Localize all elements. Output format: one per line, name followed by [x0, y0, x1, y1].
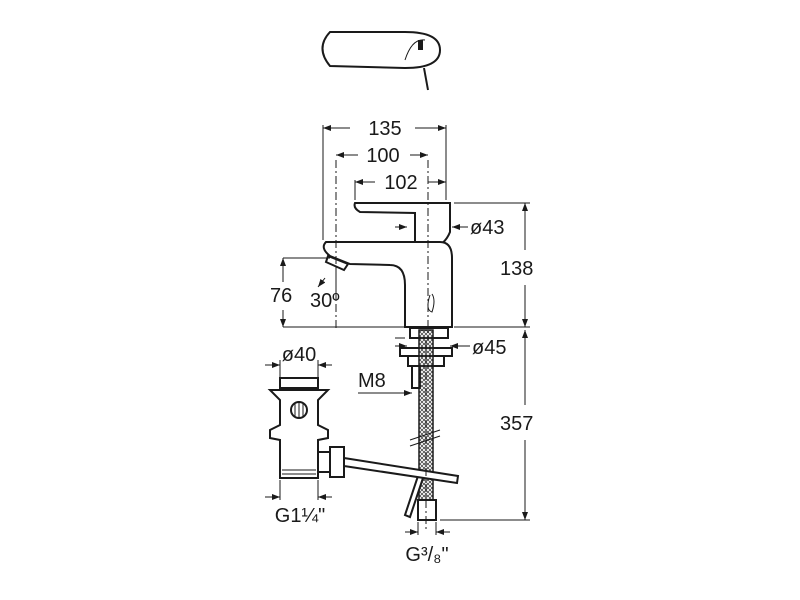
dim-faucet-height: 138 — [500, 258, 533, 280]
dim-overall-reach: 135 — [368, 118, 401, 140]
dim-hose-length: 357 — [500, 413, 533, 435]
top-view-faucet — [321, 31, 442, 91]
dim-handle-reach: 102 — [384, 172, 417, 194]
dim-spout-angle: 30º — [310, 290, 340, 312]
faucet-side-view — [322, 202, 453, 328]
pop-up-drain — [267, 377, 460, 485]
dim-hose-thread: G³/₈" — [405, 544, 448, 566]
dim-spout-height: 76 — [270, 285, 292, 307]
dim-stud-thread: M8 — [358, 370, 386, 392]
dim-spout-reach: 100 — [366, 145, 399, 167]
dim-drain-thread: G1¼" — [275, 505, 325, 527]
dimension-lines — [265, 125, 530, 535]
dim-base-diameter: ø45 — [472, 337, 506, 359]
dim-drain-diameter: ø40 — [282, 344, 316, 366]
dim-handle-diameter: ø43 — [470, 217, 504, 239]
